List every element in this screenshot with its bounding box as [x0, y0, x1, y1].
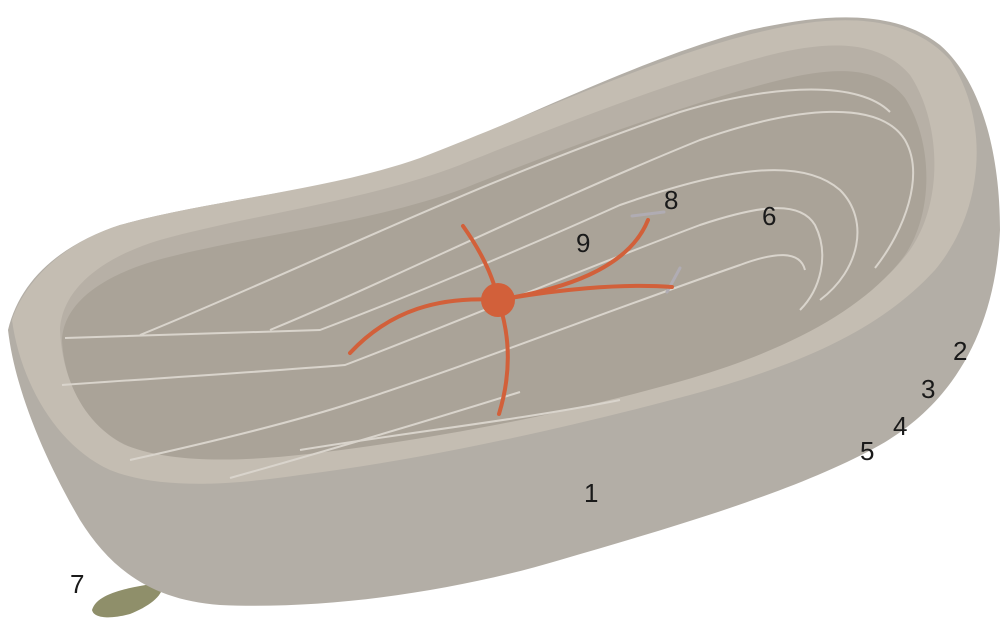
contour-line: [269, 110, 914, 331]
label-1: 1: [584, 478, 598, 508]
vessel-hub: [481, 283, 515, 317]
label-7: 7: [70, 569, 84, 599]
stub-mark: [630, 210, 666, 218]
label-5: 5: [860, 436, 874, 466]
contour-line: [229, 391, 521, 479]
basin-floor: [62, 71, 927, 460]
label-8: 8: [664, 185, 678, 215]
contour-line: [129, 254, 806, 461]
label-3: 3: [921, 374, 935, 404]
label-2: 2: [953, 336, 967, 366]
contour-line: [139, 88, 891, 336]
label-9: 9: [576, 228, 590, 258]
vessel-branch-right: [496, 283, 674, 302]
label-6: 6: [762, 201, 776, 231]
contour-line: [299, 399, 621, 451]
stem: [92, 582, 163, 618]
contour-lines: [61, 88, 914, 479]
contour-line: [64, 169, 859, 339]
vessel-branch-left: [348, 297, 500, 355]
contour-line: [61, 207, 824, 386]
label-4: 4: [893, 411, 907, 441]
